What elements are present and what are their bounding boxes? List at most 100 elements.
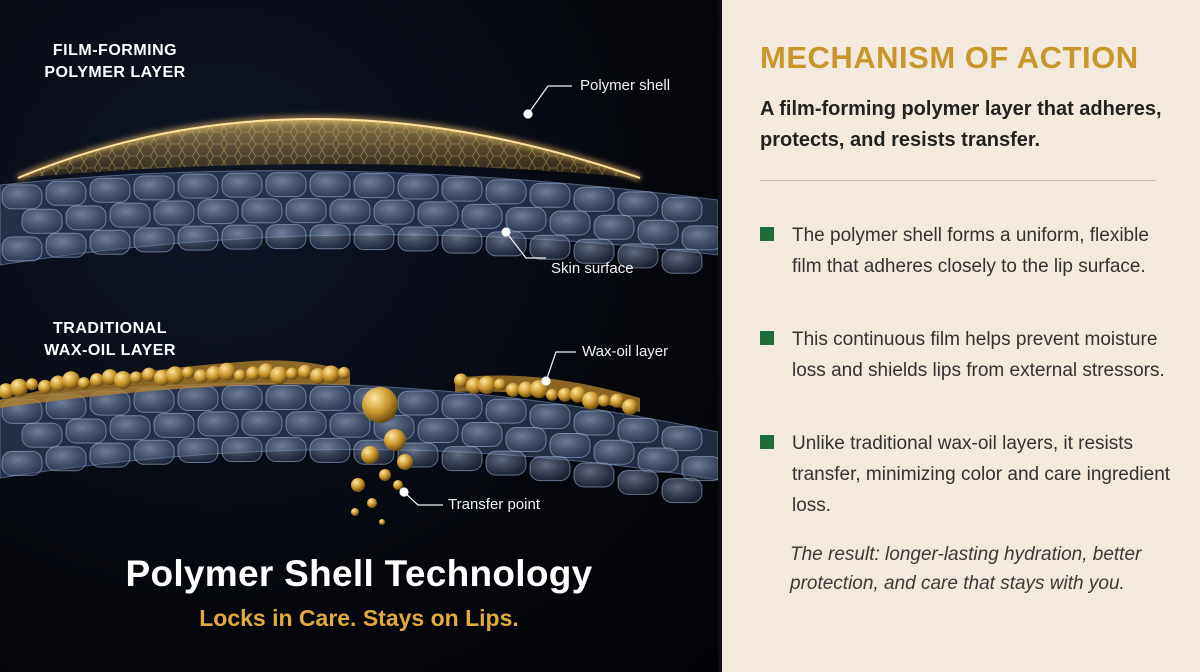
skin-cell (417, 201, 459, 227)
skin-cell (549, 432, 591, 458)
skin-cell (45, 232, 87, 258)
wax-bead (50, 375, 66, 392)
wax-bead (194, 369, 208, 384)
skin-cell (329, 198, 371, 224)
skin-cell (309, 385, 351, 411)
skin-cell (89, 177, 131, 203)
wax-bead (570, 386, 586, 403)
skin-cell (397, 390, 439, 416)
skin-cell (529, 182, 571, 208)
wax-oil-leader (545, 351, 576, 382)
divider-rule (760, 180, 1156, 181)
diagram-subtitle: Locks in Care. Stays on Lips. (199, 605, 519, 631)
wax-bead (62, 371, 80, 390)
wax-bead (546, 388, 558, 401)
skin-cell (617, 469, 659, 495)
skin-cell (221, 385, 263, 411)
skin-cell (353, 173, 395, 199)
wax-bead (494, 378, 506, 391)
skin-cell (265, 172, 307, 198)
cross-section-illustration (0, 85, 718, 525)
skin-cell (529, 234, 571, 260)
wax-bead (622, 398, 638, 415)
bottom-section-label-line2: WAX-OIL LAYER (44, 342, 176, 359)
skin-cell (109, 415, 151, 441)
wax-bead (598, 394, 610, 407)
bottom-section-label: TRADITIONAL WAX-OIL LAYER (30, 318, 190, 362)
wax-bead (142, 367, 156, 382)
skin-cell (661, 196, 703, 222)
wax-bead (26, 378, 38, 391)
mechanism-title: MECHANISM OF ACTION (760, 40, 1139, 75)
wax-bead (114, 371, 132, 390)
skin-cell (177, 437, 219, 463)
result-summary: The result: longer-lasting hydration, be… (790, 544, 1142, 594)
wax-bead (322, 365, 340, 384)
bullet-text: Unlike traditional wax-oil layers, it re… (792, 433, 1171, 516)
skin-cell (265, 437, 307, 463)
bullet-text: The polymer shell forms a uniform, flexi… (792, 225, 1149, 277)
wax-bead (206, 366, 222, 383)
transfer-drips (351, 387, 413, 525)
wax-bead (234, 369, 246, 382)
skin-cell (177, 225, 219, 251)
skin-surface-leader (505, 231, 546, 259)
skin-cell (549, 210, 591, 236)
panel-divider (718, 0, 722, 672)
skin-cell (177, 173, 219, 199)
skin-cell (529, 456, 571, 482)
skin-cell (265, 385, 307, 411)
wax-bead (182, 366, 194, 379)
skin-cell (505, 427, 547, 453)
top-section-label-line1: FILM-FORMING (52, 42, 178, 59)
skin-cell (309, 224, 351, 250)
polymer-shell-callout: Polymer shell (580, 77, 671, 94)
skin-cell (177, 385, 219, 411)
skin-cells-top (1, 172, 718, 274)
skin-cell (661, 478, 703, 504)
wax-bead (582, 391, 600, 410)
skin-cell (221, 437, 263, 463)
skin-cell (573, 462, 615, 488)
skin-cell (109, 202, 151, 228)
wax-bead (286, 367, 298, 380)
skin-cell (197, 199, 239, 225)
skin-cell (45, 446, 87, 472)
skin-cell (133, 227, 175, 253)
wax-bead (154, 369, 170, 386)
diagram-panel: FILM-FORMING POLYMER LAYER TRADITIONAL W… (0, 0, 718, 672)
skin-cell (441, 228, 483, 254)
wax-bead (102, 369, 118, 386)
wax-bead (558, 387, 572, 402)
skin-cell (485, 179, 527, 205)
wax-bead (90, 373, 104, 388)
skin-cell (485, 398, 527, 424)
mechanism-panel: MECHANISM OF ACTION A film-forming polym… (722, 0, 1200, 672)
wax-bead (310, 368, 326, 385)
wax-bead (38, 379, 52, 394)
wax-oil-layer-callout: Wax-oil layer (582, 343, 669, 360)
wax-bead (518, 381, 534, 398)
skin-cell (1, 184, 43, 210)
skin-cell (133, 175, 175, 201)
wax-bead (506, 382, 520, 397)
skin-cell (21, 208, 63, 234)
skin-cell (197, 411, 239, 437)
skin-surface-callout: Skin surface (551, 260, 634, 277)
wax-bead (338, 366, 350, 379)
skin-cell (637, 447, 679, 473)
skin-cell (461, 422, 503, 448)
top-section-label-line2: POLYMER LAYER (44, 64, 186, 81)
skin-cell (285, 411, 327, 437)
wax-bead (246, 366, 260, 381)
skin-cell (21, 422, 63, 448)
skin-cell (153, 200, 195, 226)
skin-cell (1, 450, 43, 476)
skin-cell (285, 198, 327, 224)
wax-bead (610, 393, 624, 408)
skin-cell (441, 394, 483, 420)
skin-cell (373, 199, 415, 225)
skin-cell (397, 174, 439, 200)
skin-cell (329, 412, 371, 438)
wax-bead (166, 366, 184, 385)
